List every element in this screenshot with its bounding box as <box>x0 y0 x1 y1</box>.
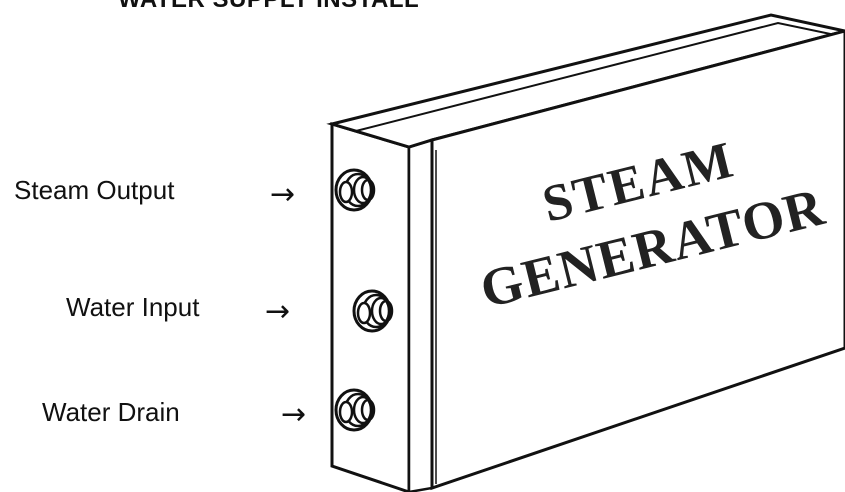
water-drain-fitting-icon <box>334 388 376 432</box>
steam-output-fitting-icon <box>334 168 376 212</box>
water-drain-right-arrow-icon: → <box>281 397 307 432</box>
generator-end-edge <box>407 138 434 492</box>
generator-front-face <box>430 29 845 491</box>
water-input-right-arrow-icon: → <box>265 294 291 329</box>
water-input-fitting-icon <box>352 289 394 333</box>
generator-top-rim <box>355 21 845 132</box>
section-heading: WATER SUPPLY INSTALL <box>118 0 419 14</box>
steam-output-right-arrow-icon: → <box>270 177 296 212</box>
label-water-input: Water Input <box>66 292 200 322</box>
label-water-drain: Water Drain <box>42 397 180 427</box>
label-steam-output: Steam Output <box>14 175 175 205</box>
